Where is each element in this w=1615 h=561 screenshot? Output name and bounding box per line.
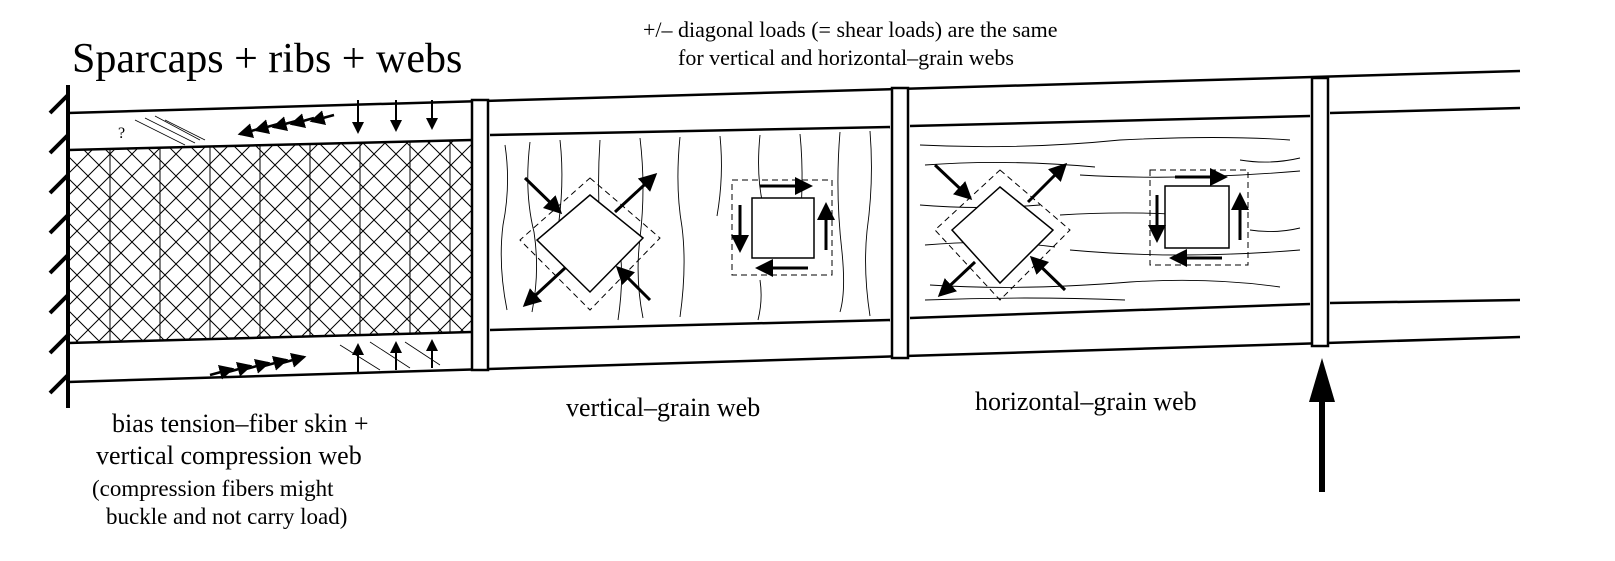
sparcap-compression-arrows: [209, 110, 335, 380]
buckled-fiber-lines: [134, 115, 441, 371]
vertical-grain-web-label: vertical–grain web: [566, 393, 761, 422]
left-label-line-3: (compression fibers might: [92, 476, 334, 501]
question-mark: ?: [118, 125, 126, 142]
diagram-title: Sparcaps + ribs + webs: [72, 36, 463, 82]
vertical-web-load-arrows: [352, 100, 438, 372]
note-line-2: for vertical and horizontal–grain webs: [678, 45, 1014, 70]
horizontal-web-shear-element: [1148, 168, 1249, 267]
vertical-web-shear-element: [731, 177, 835, 277]
fixed-wall: [48, 85, 70, 408]
bias-skin-panel: [68, 140, 472, 343]
left-label-line-4: buckle and not carry load): [106, 504, 348, 529]
reaction-force-arrow: [1309, 358, 1335, 492]
horizontal-grain-web-label: horizontal–grain web: [975, 387, 1197, 416]
horizontal-web-diagonal-element: [933, 162, 1071, 301]
vertical-grain-lines: [500, 130, 872, 321]
ribs: [470, 76, 1330, 372]
note-line-1: +/– diagonal loads (= shear loads) are t…: [643, 17, 1058, 42]
left-label-line-2: vertical compression web: [96, 441, 362, 470]
vertical-web-diagonal-element: [519, 172, 661, 311]
left-label-line-1: bias tension–fiber skin +: [112, 409, 369, 438]
beam-outline: [67, 69, 1521, 384]
vertical-web-stiffeners: [109, 141, 451, 342]
